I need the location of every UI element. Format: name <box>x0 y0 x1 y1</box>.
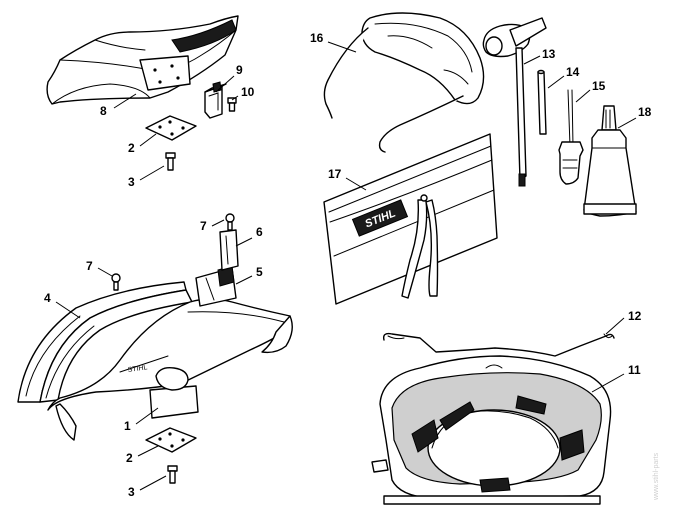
part-9-holder <box>204 81 227 119</box>
part-7-screw-upper <box>225 213 235 231</box>
callout-17: 17 <box>328 167 342 181</box>
part-17-pouch: STIHL <box>323 133 498 305</box>
callout-6: 6 <box>256 225 263 239</box>
callout-18: 18 <box>638 105 652 119</box>
callout-labels: 8 9 10 2 3 16 13 14 15 18 17 7 6 5 7 4 1… <box>44 31 652 499</box>
part-11-housing <box>371 355 612 505</box>
part-14-pin <box>537 69 547 135</box>
callout-16: 16 <box>310 31 324 45</box>
part-5-holder <box>195 265 237 307</box>
part-7-screw-lower <box>111 273 121 291</box>
callout-14: 14 <box>566 65 580 79</box>
callout-12: 12 <box>628 309 642 323</box>
part-6-bracket <box>219 229 239 271</box>
callout-2-upper: 2 <box>128 141 135 155</box>
callout-13: 13 <box>542 47 556 61</box>
part-10-screw <box>227 97 237 112</box>
part-2-plate-upper <box>145 115 197 141</box>
part-8-upper-deflector <box>46 15 239 105</box>
callout-10: 10 <box>241 85 255 99</box>
part-15-screwdriver <box>558 89 584 185</box>
deflector-brand-text: STIHL <box>127 364 148 374</box>
callout-1: 1 <box>124 419 131 433</box>
callout-7-upper: 7 <box>200 219 207 233</box>
watermark-text: www.stihl-parts <box>653 452 660 501</box>
part-3-screw-upper <box>165 152 176 171</box>
callout-8: 8 <box>100 104 107 118</box>
part-2-plate-lower <box>145 427 197 453</box>
part-13-combination-wrench <box>482 17 547 187</box>
callout-11: 11 <box>628 363 641 377</box>
part-4-deflector: STIHL <box>17 281 293 441</box>
callout-15: 15 <box>592 79 606 93</box>
callout-4: 4 <box>44 291 51 305</box>
part-12-spring <box>382 332 615 357</box>
callout-5: 5 <box>256 265 263 279</box>
callout-7-lower: 7 <box>86 259 93 273</box>
callout-9: 9 <box>236 63 243 77</box>
callout-3-lower: 3 <box>128 485 135 499</box>
callout-3-upper: 3 <box>128 175 135 189</box>
part-16-safety-glasses <box>323 12 485 153</box>
leader-lines <box>55 41 637 491</box>
part-18-grease-tube <box>583 105 637 217</box>
callout-2-lower: 2 <box>126 451 133 465</box>
part-3-screw-lower <box>167 465 178 484</box>
